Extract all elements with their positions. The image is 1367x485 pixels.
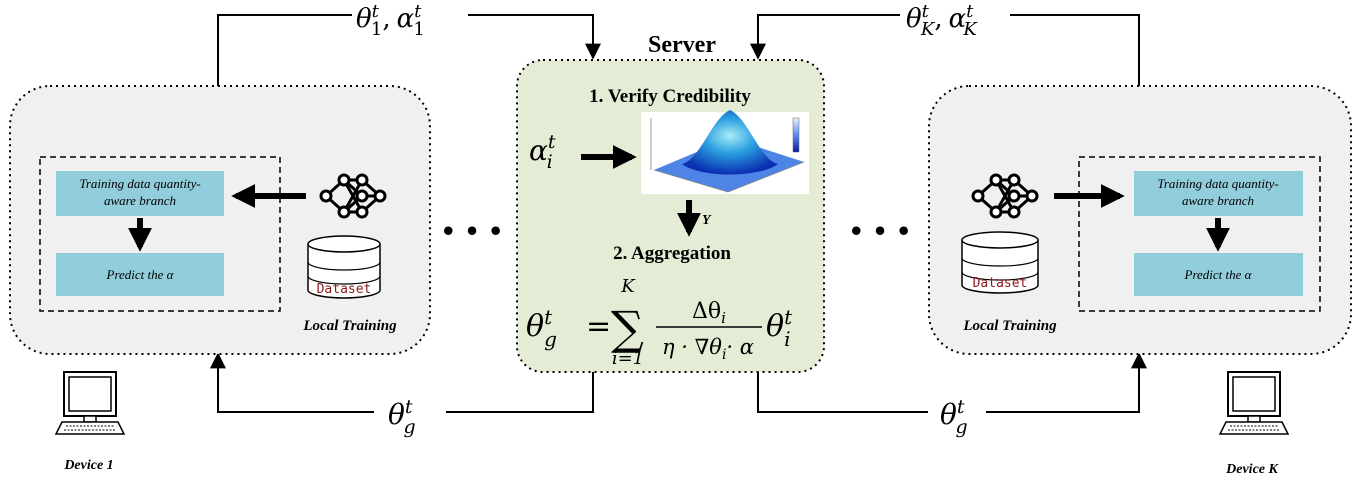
- left-dataset-icon: [307, 235, 381, 299]
- verify-credibility-label: 1. Verify Credibility: [589, 86, 751, 107]
- download-connector-right: [757, 352, 1147, 413]
- left-neural-network-icon: [319, 173, 387, 219]
- right-dataset-label: Dataset: [973, 276, 1028, 291]
- left-branch-label: Training data quantity-: [79, 176, 200, 191]
- right-local-training-label: Local Training: [962, 318, 1057, 334]
- right-branch-label-line2: aware branch: [1182, 193, 1254, 208]
- left-predict-label: Predict the α: [106, 267, 175, 282]
- device-k-computer-icon: [1218, 371, 1290, 435]
- right-branch-box: [1134, 171, 1303, 216]
- upload-connector-right: [750, 14, 1140, 86]
- aggregation-label: 2. Aggregation: [613, 243, 731, 264]
- right-device-panel: Training data quantity- aware branch Pre…: [928, 85, 1352, 355]
- svg-text:∑: ∑: [611, 301, 644, 355]
- left-predict-box: [56, 253, 224, 296]
- server-title: Server: [648, 32, 716, 58]
- device-1-computer-icon: [54, 371, 126, 435]
- left-local-training-frame: [39, 156, 281, 312]
- right-local-training-frame: [1078, 156, 1321, 312]
- device-k-label: Device K: [1225, 462, 1279, 477]
- right-predict-label: Predict the α: [1184, 267, 1253, 282]
- svg-text:Δθi: Δθi: [692, 299, 726, 327]
- svg-text:θti: θti: [766, 305, 793, 351]
- left-local-training-label: Local Training: [302, 318, 397, 334]
- left-device-panel: Training data quantity- aware branch Pre…: [9, 85, 431, 355]
- svg-text:η · ∇θi· α: η · ∇θi· α: [662, 335, 754, 363]
- svg-text:θtg: θtg: [526, 305, 557, 351]
- right-neural-network-icon: [971, 173, 1039, 219]
- ellipsis-left: • • •: [441, 217, 504, 246]
- download-connector-left: [210, 352, 594, 413]
- right-branch-label: Training data quantity-: [1157, 176, 1278, 191]
- branch-yes-label: Y: [702, 213, 712, 228]
- upload-connector-left: [217, 14, 601, 86]
- svg-text:K: K: [620, 276, 636, 297]
- svg-text:i=1: i=1: [612, 348, 644, 369]
- right-dataset-icon: [961, 231, 1039, 294]
- svg-text:=: =: [586, 309, 611, 344]
- left-dataset-label: Dataset: [317, 282, 372, 297]
- device-1-label: Device 1: [63, 458, 113, 473]
- gaussian-surface-plot: [641, 110, 809, 194]
- ellipsis-right: • • •: [849, 217, 912, 246]
- left-branch-label-line2: aware branch: [104, 193, 176, 208]
- right-predict-box: [1134, 253, 1303, 296]
- left-branch-box: [56, 171, 224, 216]
